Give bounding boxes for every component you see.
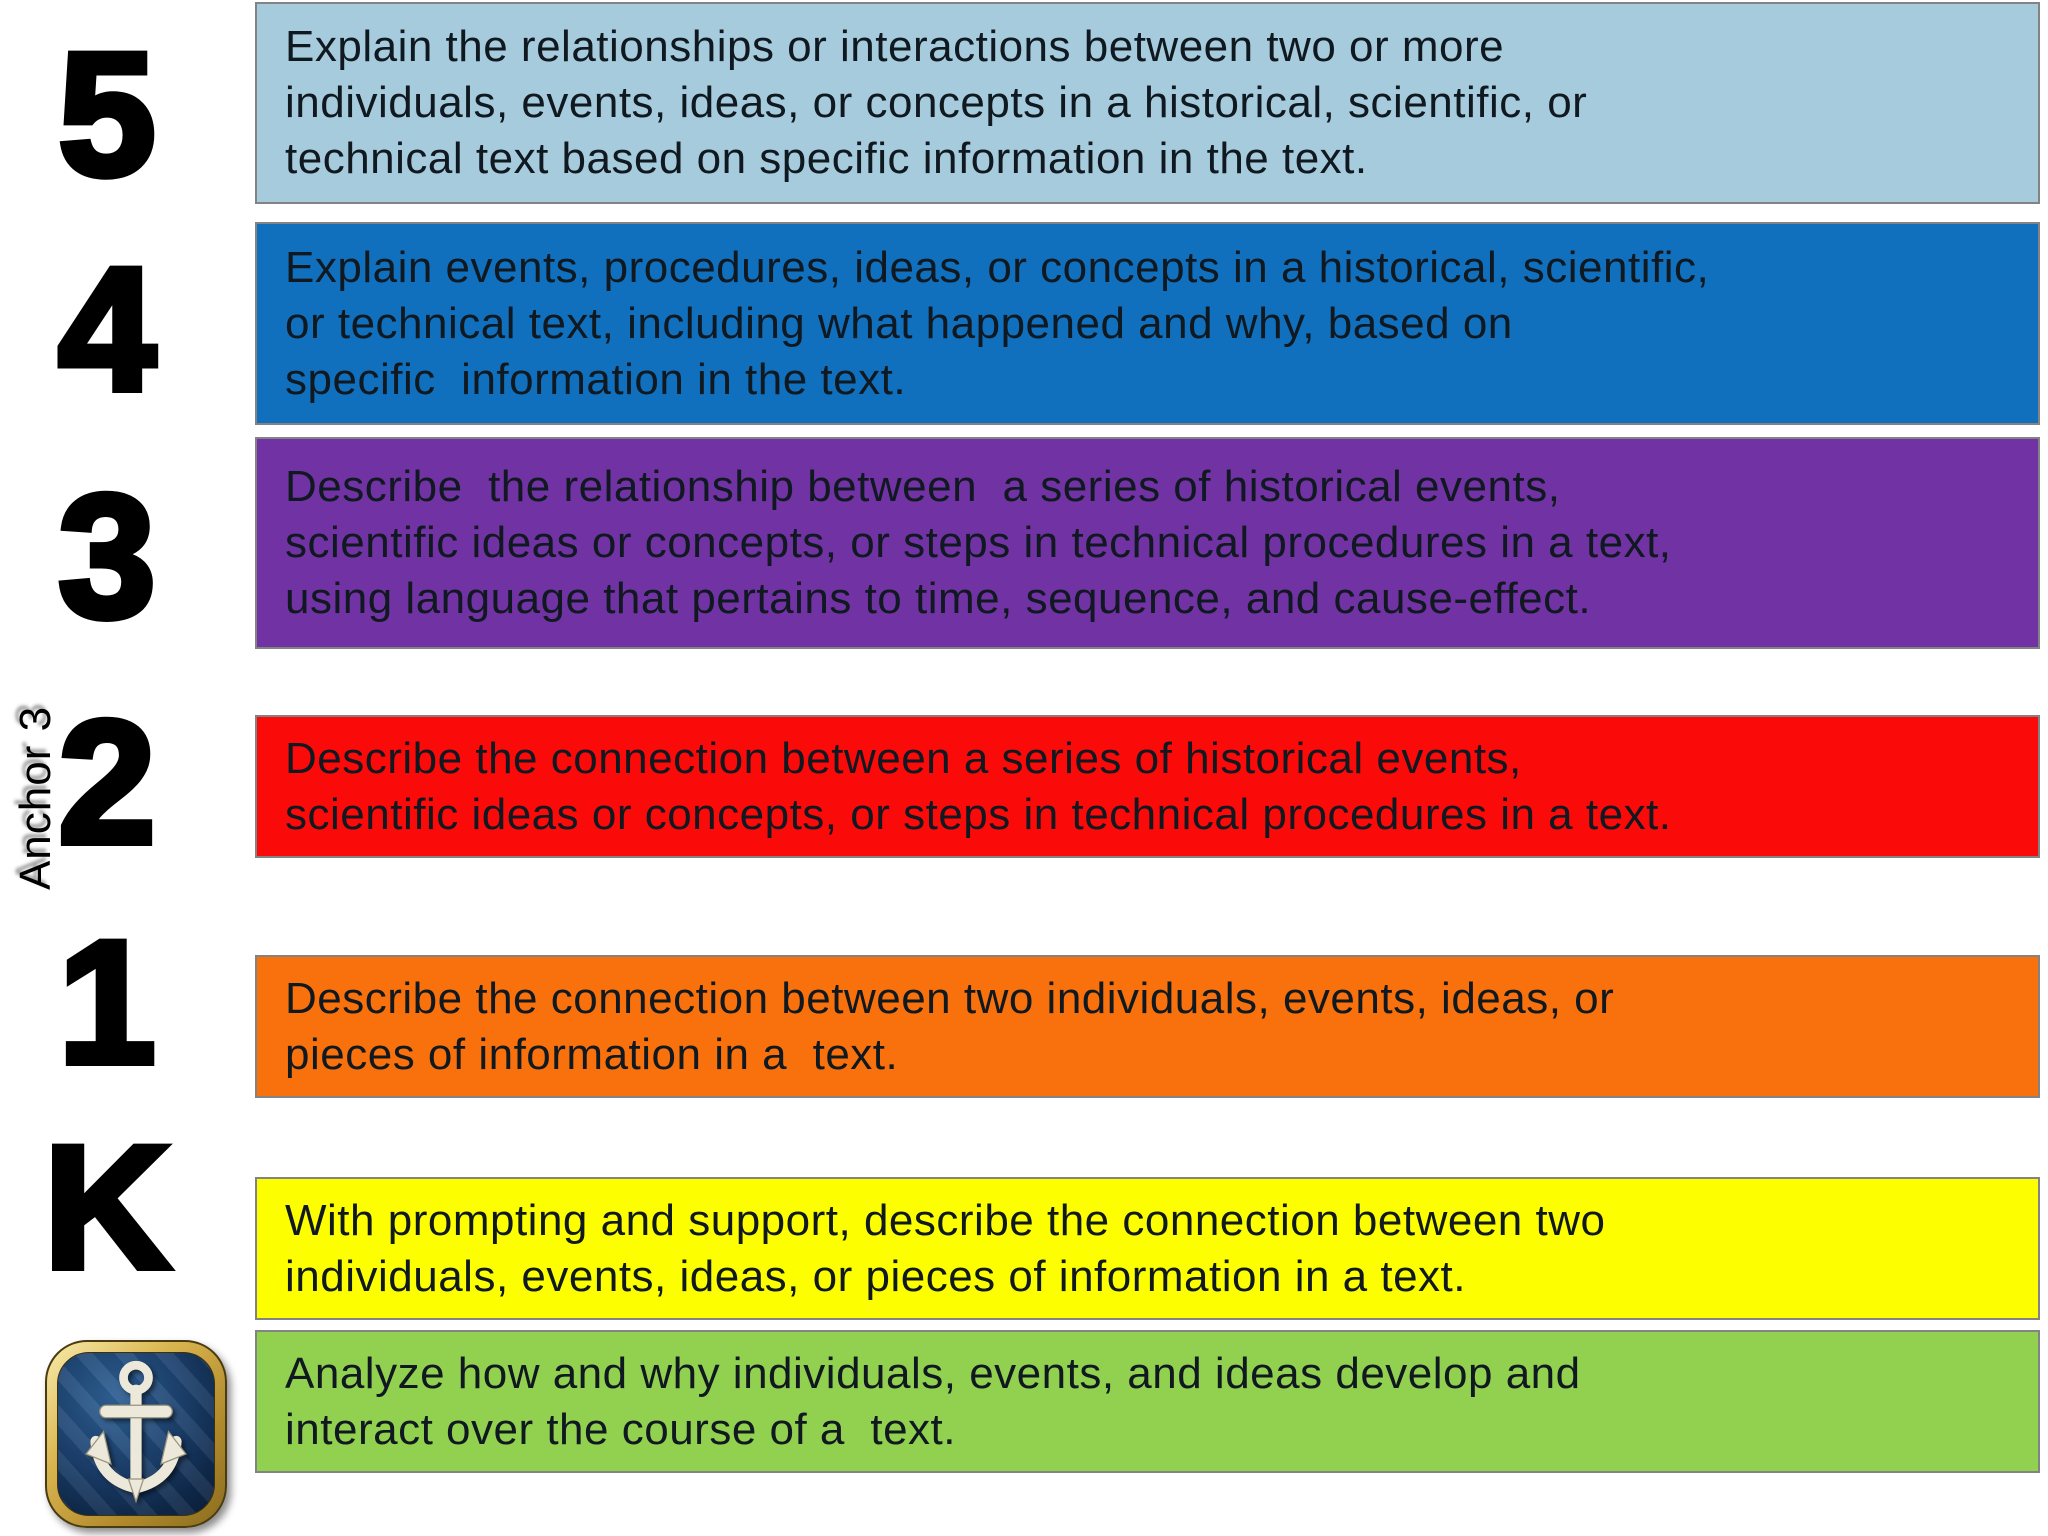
anchor-3-rotated-label: Anchor 3 (11, 705, 60, 891)
anchor-glyph (84, 1360, 188, 1504)
standard-text-line: Describe the connection between two indi… (285, 973, 1615, 1023)
grade-label: 1 (55, 905, 159, 1101)
grade-label: K (40, 1110, 173, 1306)
standard-text-line: pieces of information in a text. (285, 1029, 899, 1079)
standard-bar: Describe the relationship between a seri… (255, 437, 2040, 649)
grade-label: 5 (55, 17, 159, 213)
anchor-icon (45, 1340, 227, 1528)
standard-text-line: scientific ideas or concepts, or steps i… (285, 789, 1672, 839)
standard-bar: Describe the connection between a series… (255, 715, 2040, 858)
standard-text-line: Describe the relationship between a seri… (285, 462, 1561, 511)
standard-text-line: using language that pertains to time, se… (285, 574, 1592, 623)
standard-text-line: Describe the connection between a series… (285, 733, 1522, 783)
anchor-icon-panel (57, 1352, 215, 1516)
standard-bar: Explain events, procedures, ideas, or co… (255, 222, 2040, 425)
standard-text-line: individuals, events, ideas, or concepts … (285, 78, 1588, 127)
standard-text-line: Explain the relationships or interaction… (285, 22, 1505, 71)
standard-text-line: individuals, events, ideas, or pieces of… (285, 1251, 1466, 1301)
standard-bar: With prompting and support, describe the… (255, 1177, 2040, 1320)
grade-label: 3 (55, 459, 159, 655)
standard-text-line: Explain events, procedures, ideas, or co… (285, 242, 1710, 292)
standard-text-line: specific information in the text. (285, 354, 907, 404)
standard-text-line: With prompting and support, describe the… (285, 1195, 1606, 1245)
standard-text-line: Analyze how and why individuals, events,… (285, 1348, 1581, 1398)
grade-label: 2 (55, 685, 159, 881)
standard-text-line: or technical text, including what happen… (285, 298, 1513, 348)
standard-bar: Explain the relationships or interaction… (255, 2, 2040, 204)
standard-bar: Analyze how and why individuals, events,… (255, 1330, 2040, 1473)
standard-text-line: interact over the course of a text. (285, 1404, 956, 1454)
standard-text-line: technical text based on specific informa… (285, 134, 1368, 183)
standard-text-line: scientific ideas or concepts, or steps i… (285, 518, 1672, 567)
grade-label: 4 (55, 232, 159, 428)
standard-bar: Describe the connection between two indi… (255, 955, 2040, 1098)
